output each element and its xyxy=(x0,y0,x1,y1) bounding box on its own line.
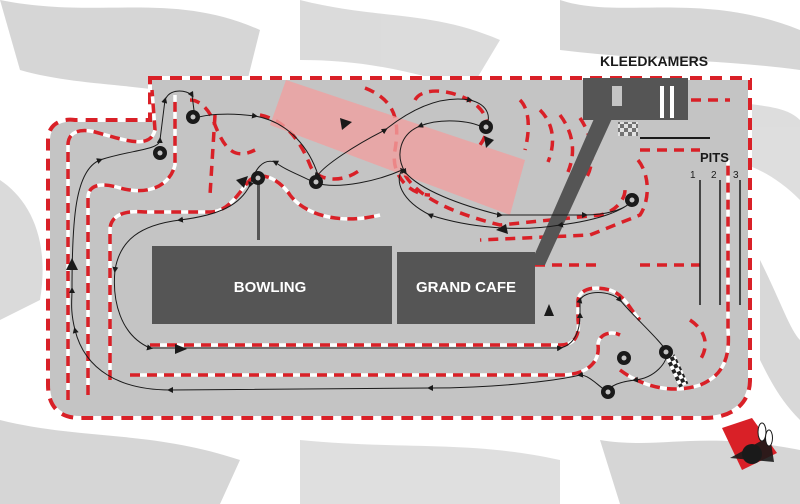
direction-arrow-icon xyxy=(484,136,494,148)
direction-arrows xyxy=(66,118,554,354)
tyre-marker-icon xyxy=(309,175,323,189)
pit-lane-2: 2 xyxy=(711,170,717,181)
tyre-marker-icon xyxy=(186,110,200,124)
start-finish-checker-icon xyxy=(665,354,689,388)
tyre-marker-icon xyxy=(659,345,673,359)
pit-lane-3: 3 xyxy=(733,170,739,181)
tyre-marker-icon xyxy=(153,146,167,160)
tyre-markers xyxy=(153,110,673,399)
direction-arrow-icon xyxy=(496,224,508,234)
pits-label: PITS xyxy=(700,150,729,165)
pit-lane-1: 1 xyxy=(690,170,696,181)
tyre-marker-icon xyxy=(625,193,639,207)
direction-arrow-icon xyxy=(66,258,78,270)
tyre-marker-icon xyxy=(251,171,265,185)
changing-rooms-label: KLEEDKAMERS xyxy=(600,53,708,69)
direction-arrow-icon xyxy=(340,118,352,130)
direction-arrow-icon xyxy=(175,344,187,354)
bowling-label: BOWLING xyxy=(234,279,307,296)
pylon xyxy=(257,180,260,240)
grand-cafe-label: GRAND CAFE xyxy=(416,279,516,296)
bowling-logo-icon xyxy=(722,418,777,470)
direction-arrow-icon xyxy=(236,176,248,188)
tyre-marker-icon xyxy=(479,120,493,134)
tyre-marker-icon xyxy=(617,351,631,365)
tyre-marker-icon xyxy=(601,385,615,399)
direction-arrow-icon xyxy=(544,304,554,316)
racing-line xyxy=(72,90,667,392)
outer-kerb xyxy=(46,76,752,420)
